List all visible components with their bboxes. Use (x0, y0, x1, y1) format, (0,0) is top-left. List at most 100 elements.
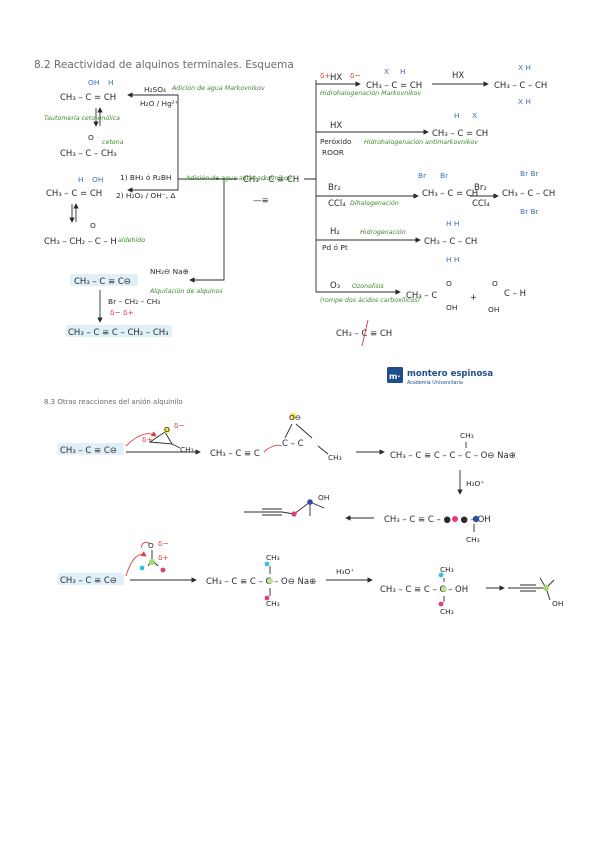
logo-mark-icon (387, 367, 403, 383)
row1-skeletal: OH (244, 493, 329, 517)
row2-skeletal: OH (508, 577, 563, 608)
acid1-sub-a: O (446, 279, 452, 288)
row2-alcohol-top: CH₃ (440, 565, 454, 574)
arrow-to-enol-top (127, 92, 238, 180)
br2-sub-bottom: Br Br (520, 207, 540, 216)
enol-bottom: CH₃ – C = CH (46, 189, 102, 199)
row1-alcohol-ch3: CH₃ (466, 535, 480, 544)
hx2-sub-top: X H (518, 63, 531, 72)
anti-reagent-a: HX (330, 121, 342, 131)
row1-anion: CH₃ – C ≡ C⊖ (60, 446, 117, 456)
hx-product: CH₃ – C = CH (366, 81, 422, 91)
row1-intermediate: CH₃ – C ≡ C (210, 449, 260, 459)
ketone-note: cetona (102, 138, 124, 146)
hydroboration-note: Adición de agua antimarkovnikov (185, 174, 292, 182)
row1-delta-a: δ+ (142, 435, 153, 444)
h2-note: Hidrogenación (360, 228, 406, 236)
hx-note: Hidrohalogenación Markovnikov (320, 89, 421, 97)
anti-sub-b: X (472, 111, 477, 120)
center-reactant: CH₃ – C ≡ CH (243, 175, 299, 185)
anti-product: CH₃ – C = CH (432, 129, 488, 139)
row1-product: CH₃ – C ≡ C – C – C – O⊖ Na⊕ (390, 451, 516, 461)
row2-ketone-o: O (148, 541, 154, 550)
row1-delta-b: δ− (174, 421, 185, 430)
h2-reagent-b: Pd ó Pt (322, 243, 348, 252)
br-sub-a: Br (418, 171, 427, 180)
hydration-reagent-a: H₂SO₄ (144, 85, 166, 94)
acid2: C – H (504, 289, 526, 299)
anti-reagent-b: Peróxido (320, 137, 352, 146)
academy-logo: m· montero espinosa Academia Universitar… (387, 367, 493, 386)
hydroboration-reagent-b: 2) H₂O₂ / OH⁻, Δ (116, 191, 175, 200)
hx-product-sub-b: H (400, 67, 406, 76)
br-reagent-a: Br₂ (328, 183, 341, 193)
row2-alkoxide: CH₃ – C ≡ C – C – O⊖ Na⊕ (206, 577, 316, 587)
hx-reagent: HX (330, 73, 342, 83)
h2-reagent-a: H₂ (330, 227, 340, 237)
alkylation-note: Alquilación de alquinos (149, 287, 224, 295)
arrow-to-enol-bottom (127, 179, 179, 193)
br2-reagent-a: Br₂ (474, 183, 487, 193)
br-reagent-b: CCl₄ (328, 199, 346, 209)
anti-sub-a: H (454, 111, 460, 120)
row2-acid-step: H₃O⁺ (336, 567, 354, 576)
row2-skeletal-oh: OH (552, 599, 563, 608)
row2-alcohol-bottom: CH₃ (440, 607, 454, 616)
logo-mark: m· (389, 372, 400, 381)
row1-alcohol: CH₃ – C ≡ C – ● – ● – OH (384, 515, 491, 525)
enol-top-sub-a: OH (88, 78, 99, 87)
acid2-sub-a: O (492, 279, 498, 288)
ozone-bracket-note: (rompe dos ácidos carboxílicos) (320, 296, 420, 304)
aldehyde: CH₃ – CH₂ – C – H (44, 237, 117, 247)
br2-sub-top: Br Br (520, 169, 540, 178)
row1-acid-step: H₃O⁺ (466, 479, 484, 488)
row1-skeletal-oh: OH (318, 493, 329, 502)
row2-anion: CH₃ – C ≡ C⊖ (60, 576, 117, 586)
hydroboration-reagent-a: 1) BH₃ ó R₂BH (120, 173, 171, 182)
section-title-83: 8.3 Otras reacciones del anión alquinilo (44, 398, 183, 406)
hx-delta-left: δ+ (320, 71, 331, 80)
hx2-reagent: HX (452, 71, 464, 81)
ketone-o: O (88, 133, 94, 142)
anti-reagent-c: ROOR (322, 148, 344, 157)
enol-bottom-sub-b: OH (92, 175, 103, 184)
br2-reagent-b: CCl₄ (472, 199, 490, 209)
ozone-note: Ozonolisis (352, 283, 384, 290)
row1-int-c: C – C (282, 439, 304, 449)
row1-int-alkoxide: O⊖ (289, 413, 301, 422)
ketone: CH₃ – C – CH₃ (60, 149, 117, 159)
row2-delta-b: δ+ (158, 553, 169, 562)
amide-reagent: NH₂⊖ Na⊕ (150, 267, 189, 276)
logo-tagline: Academia Universitaria (407, 380, 463, 386)
acetylide: CH₃ – C ≡ C⊖ (74, 277, 131, 287)
hydration-note: Adición de agua Markovnikov (171, 84, 265, 92)
br-product: CH₃ – C = CH (422, 189, 478, 199)
hx-delta-right: δ− (350, 71, 361, 80)
row1-epoxide-ch3: CH₃ (180, 445, 194, 454)
arrow-to-acetylide (189, 179, 225, 283)
row2-alkoxide-top: CH₃ (266, 553, 280, 562)
row2-alkoxide-bottom: CH₃ (266, 599, 280, 608)
row1-product-ch3: CH₃ (460, 431, 474, 440)
row2-alcohol: CH₃ – C ≡ C – C – OH (380, 585, 468, 595)
h2-product: CH₃ – C – CH (424, 237, 477, 247)
acid2-sub-b: OH (488, 305, 499, 314)
br-sub-b: Br (440, 171, 449, 180)
hx-product-sub-a: X (384, 67, 389, 76)
ozone-plus: + (470, 293, 477, 303)
h2-sub-bottom: H H (446, 255, 459, 264)
aldehyde-o: O (90, 221, 96, 230)
anti-note: Hidrohalogenación antimarkovnikov (364, 138, 478, 146)
ozone-reagent: O₃ (330, 281, 340, 291)
br-note: Dihalogenación (350, 199, 399, 207)
enol-top: CH₃ – C = CH (60, 93, 116, 103)
hx2-sub-bottom: X H (518, 97, 531, 106)
logo-brand: montero espinosa (407, 369, 493, 379)
enol-top-sub-b: H (108, 78, 114, 87)
br2-product: CH₃ – C – CH (502, 189, 555, 199)
hx2-product: CH₃ – C – CH (494, 81, 547, 91)
alkyl-halide: Br – CH₂ – CH₃ (108, 297, 160, 306)
alkylation-product: CH₃ – C ≡ C – CH₂ – CH₃ (68, 328, 169, 338)
row1-epoxide-o: O (164, 425, 170, 434)
